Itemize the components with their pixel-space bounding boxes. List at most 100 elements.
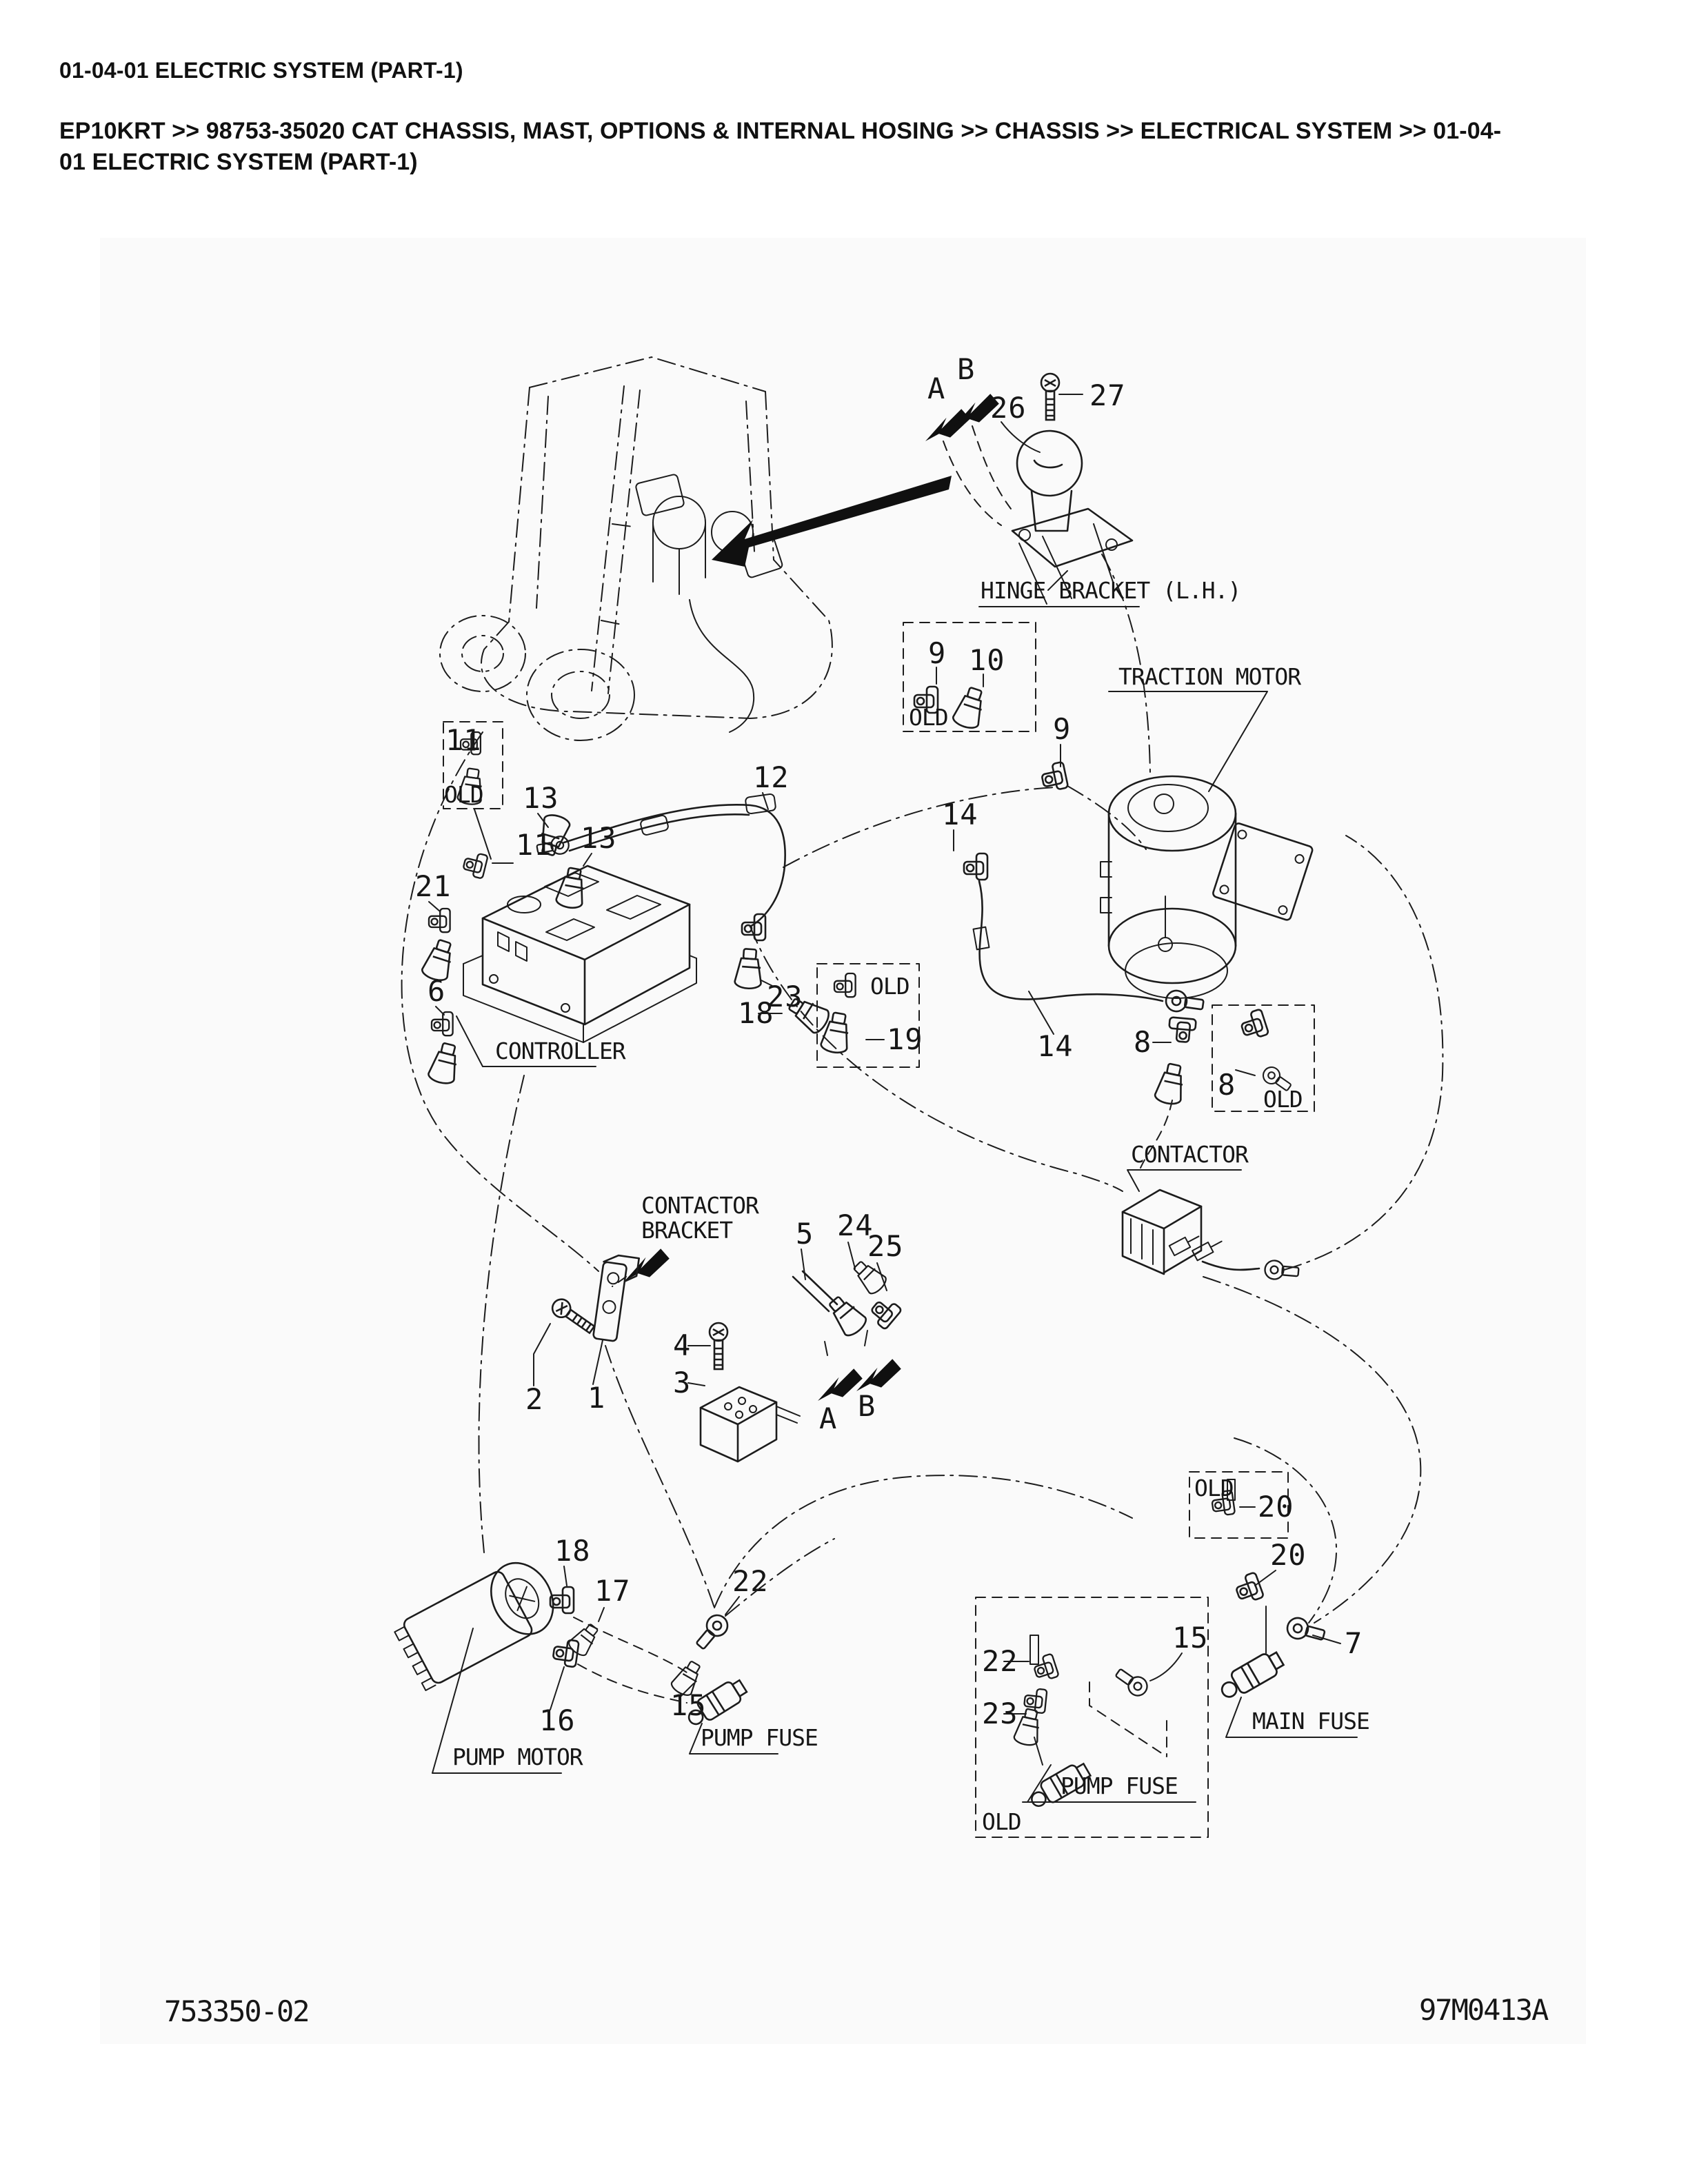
part-label-11: 11 [516, 828, 552, 862]
connector-22-old-icon [1030, 1652, 1060, 1684]
part-label-12: 12 [753, 760, 790, 794]
old-label-11: OLD [444, 781, 483, 808]
part-label-9-old: 9 [928, 636, 946, 670]
old-variant-box-9-10 [903, 622, 1036, 732]
old-label-19: OLD [870, 973, 910, 1000]
part-label-21: 21 [415, 869, 452, 903]
part-label-20-old: 20 [1258, 1490, 1294, 1524]
part-label-3: 3 [673, 1366, 691, 1399]
controller-drawing [463, 865, 697, 1043]
view-label-b: B [957, 352, 975, 386]
plug-19-old-icon [818, 1010, 854, 1055]
plug-23-icon [733, 947, 765, 991]
part-label-22-old: 22 [982, 1644, 1018, 1678]
main-fuse-label: MAIN FUSE [1252, 1708, 1369, 1735]
pump-motor-drawing [394, 1561, 554, 1692]
old-variant-box-8 [1212, 1004, 1315, 1112]
view-label-a: A [927, 372, 945, 405]
terminal-7-icon [1284, 1615, 1327, 1646]
part-label-10-old: 10 [969, 643, 1005, 677]
connector-10-old-icon [950, 684, 989, 732]
screw-27-icon [1040, 372, 1061, 421]
bolt-4-icon [708, 1322, 729, 1371]
pump-fuse-old-label: PUMP FUSE [1061, 1772, 1178, 1799]
old-label-20: OLD [1194, 1475, 1234, 1502]
terminal-14-icon [1163, 988, 1206, 1016]
part-label-22: 22 [732, 1564, 769, 1598]
contactor-bracket-label-1: CONTACTOR [641, 1192, 759, 1219]
part-label-16: 16 [539, 1703, 576, 1737]
part-label-13: 13 [523, 781, 559, 815]
parts-diagram: A B 26 27 HINGE BRACKET (L.H.) 9 10 OLD … [100, 238, 1586, 2044]
part-label-24: 24 [837, 1209, 874, 1242]
connector-21-icon [428, 907, 451, 933]
connector-6-icon [430, 1011, 454, 1037]
connector-20-icon [1232, 1571, 1265, 1606]
view-label-a2: A [819, 1402, 837, 1435]
part-label-5: 5 [796, 1217, 814, 1251]
pump-motor-label: PUMP MOTOR [452, 1743, 583, 1770]
terminal-15-old-icon [1112, 1664, 1152, 1700]
connector-8-old-icon [1237, 1008, 1270, 1042]
contactor-bracket-label-2: BRACKET [641, 1217, 733, 1244]
connector-14-icon [963, 852, 989, 881]
part-label-27: 27 [1089, 378, 1126, 412]
old-variant-box-20 [1189, 1471, 1289, 1539]
main-fuse-icon [1215, 1647, 1287, 1704]
part-label-26: 26 [990, 391, 1027, 425]
part-label-17: 17 [594, 1574, 631, 1608]
old-variant-box-11 [443, 721, 503, 809]
part-label-13-b: 13 [581, 821, 617, 855]
forklift-overview-drawing [439, 356, 952, 741]
terminal-22-icon [691, 1610, 733, 1654]
old-variant-box-19 [816, 963, 920, 1068]
part-label-1: 1 [587, 1381, 605, 1415]
part-label-7: 7 [1345, 1626, 1363, 1660]
drawing-number: 753350-02 [164, 1994, 309, 2028]
part-label-8-old: 8 [1218, 1068, 1236, 1102]
old-label-pump-fuse: OLD [982, 1808, 1021, 1835]
contactor-label: CONTACTOR [1131, 1141, 1249, 1168]
part-label-15: 15 [670, 1688, 707, 1722]
part-label-18-b: 18 [554, 1534, 591, 1568]
part-label-8: 8 [1134, 1025, 1152, 1059]
connector-19-old-icon [833, 972, 856, 998]
connector-25-icon [866, 1293, 903, 1331]
connector-11-icon [461, 849, 489, 880]
view-a-arrow-icon [925, 409, 970, 441]
part-label-20: 20 [1270, 1538, 1307, 1572]
old-label-9-10: OLD [909, 704, 948, 731]
part-label-4: 4 [673, 1328, 691, 1362]
controller-label: CONTROLLER [495, 1038, 626, 1064]
figure-code: 97M0413A [1419, 1993, 1549, 2027]
view-a2-arrow-icon [818, 1368, 863, 1401]
pump-fuse-label: PUMP FUSE [701, 1724, 818, 1751]
part-label-23-old: 23 [982, 1697, 1018, 1730]
part-label-9: 9 [1053, 712, 1071, 746]
part-label-14-lower: 14 [1037, 1029, 1074, 1063]
part-label-11-old: 11 [445, 723, 482, 757]
plug-8-icon [1153, 1061, 1189, 1107]
bolt-2-icon [547, 1295, 599, 1338]
hinge-bracket-label: HINGE BRACKET (L.H.) [981, 577, 1240, 604]
pointer-arrow-into-truck [712, 476, 952, 567]
terminal-block-3-drawing [699, 1386, 801, 1463]
contactor-cable-terminal-icon [1263, 1259, 1300, 1282]
traction-motor-label: TRACTION MOTOR [1118, 663, 1301, 690]
view-label-b2: B [858, 1389, 876, 1423]
harness-routing-lines [401, 731, 1444, 1624]
part-label-23: 23 [767, 980, 803, 1013]
part-label-15-old: 15 [1172, 1621, 1209, 1655]
part-label-25: 25 [867, 1229, 904, 1263]
part-label-14: 14 [942, 798, 978, 831]
contactor-drawing [1121, 1189, 1300, 1282]
part-label-19: 19 [887, 1022, 923, 1056]
plug-6-icon [426, 1040, 463, 1087]
connector-8-icon [1167, 1016, 1197, 1044]
plug-17-icon [565, 1619, 603, 1659]
contactor-bracket-arrow-icon [625, 1248, 670, 1281]
part-label-2: 2 [525, 1382, 543, 1416]
view-b2-arrow-icon [856, 1359, 901, 1391]
old-label-8: OLD [1263, 1086, 1303, 1113]
page-title: 01-04-01 ELECTRIC SYSTEM (PART-1) [59, 58, 463, 83]
